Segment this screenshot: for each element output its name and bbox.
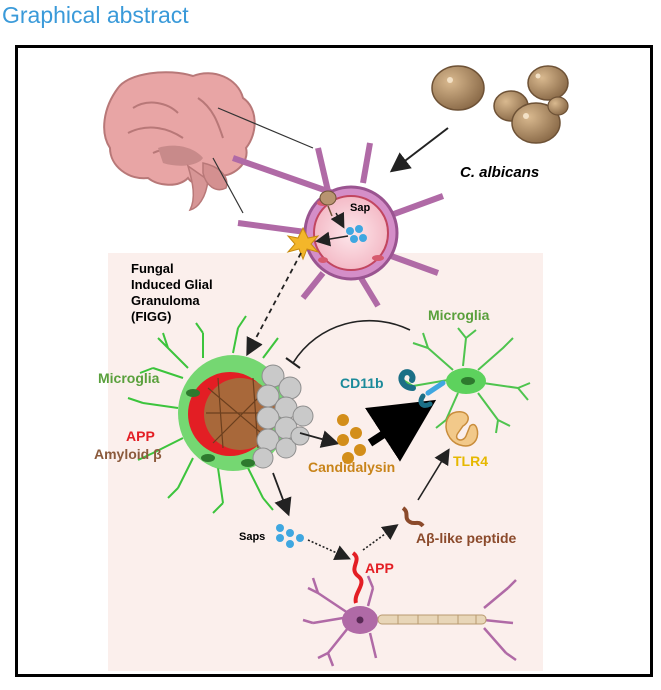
- vessel-to-figg-dashed-arrow: [246, 252, 302, 357]
- tlr4-label: TLR4: [453, 453, 488, 469]
- saps-label: Saps: [239, 531, 266, 543]
- figg-label-line2: Induced Glial: [131, 277, 213, 292]
- saps-dots: [276, 524, 304, 548]
- diagram-canvas: [103, 65, 569, 671]
- saps-to-app-arrow: [307, 539, 351, 561]
- brain-icon: [103, 71, 256, 212]
- sap-label: Sap: [350, 202, 371, 214]
- microglia-right-label: Microglia: [428, 307, 490, 323]
- app-neuron-label: APP: [365, 560, 394, 576]
- abeta-peptide-label: Aβ-like peptide: [416, 530, 517, 546]
- brain-zoom-line-1: [217, 107, 314, 149]
- amyloid-beta-label: Amyloid β: [94, 446, 162, 462]
- candidalysin-to-microglia-arrow: [365, 399, 437, 462]
- abeta-peptide-icon: [401, 506, 425, 528]
- page-title: Graphical abstract: [2, 2, 189, 28]
- microglia-right-icon: [402, 327, 531, 434]
- app-to-abeta-arrow: [362, 524, 399, 551]
- microglia-left-label: Microglia: [98, 370, 160, 386]
- brain-zoom-line-2: [212, 157, 244, 214]
- neuron-axon: [377, 614, 487, 625]
- candidalysin-label: Candidalysin: [308, 459, 396, 475]
- fungus-to-vessel-arrow: [389, 127, 449, 173]
- figg-to-candidalysin-arrow: [299, 430, 340, 448]
- app-left-label: APP: [126, 428, 155, 444]
- figg-panel-background: [108, 253, 543, 671]
- fungus-cells-icon: [431, 65, 569, 144]
- tlr4-receptor-icon: [445, 411, 479, 447]
- cd11b-label: CD11b: [340, 375, 384, 391]
- blood-vessel-icon: [232, 142, 445, 308]
- c-albicans-label: C. albicans: [460, 164, 540, 181]
- abeta-to-tlr4-arrow: [417, 448, 450, 501]
- inhibition-bar: [285, 357, 301, 369]
- cd11b-receptor-icon: [398, 369, 446, 408]
- microglia-feedback-arc: [292, 319, 411, 364]
- figg-to-saps-arrow: [272, 472, 292, 517]
- figg-granuloma-icon: [127, 315, 314, 514]
- figg-label-line3: Granuloma: [131, 293, 200, 308]
- graphical-abstract-frame: C. albicans Sap Fungal Induced Glial Gra…: [15, 45, 653, 677]
- neuron-icon: [302, 575, 517, 667]
- figg-label-line1: Fungal: [131, 261, 174, 276]
- candidalysin-dots: [337, 414, 366, 464]
- figg-label-line4: (FIGG): [131, 309, 172, 324]
- app-fragment-icon: [351, 551, 364, 604]
